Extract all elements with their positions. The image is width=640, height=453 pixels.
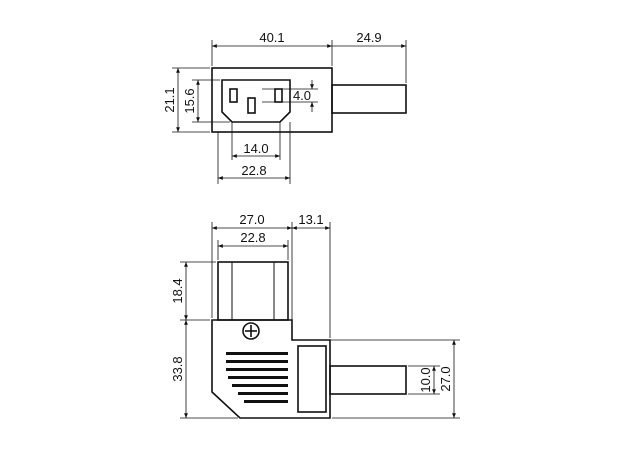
pin-right: [274, 88, 283, 103]
side-inner-panel: [297, 345, 327, 413]
side-plug-head: [217, 261, 289, 321]
top-inlet-outline: [221, 79, 291, 123]
dim-top-inlet-inner-width: 14.0: [243, 141, 268, 156]
dim-top-width: 40.1: [259, 30, 284, 45]
vent-slots: [226, 352, 288, 403]
dim-side-body-height: 33.8: [170, 356, 185, 381]
pin-earth: [247, 97, 256, 114]
dim-top-height: 21.1: [162, 87, 177, 112]
dim-top-inlet-height: 15.6: [182, 88, 197, 113]
dim-side-cable-diameter: 10.0: [418, 367, 433, 392]
dim-top-inlet-outer-width: 22.8: [241, 163, 266, 178]
side-cable: [329, 365, 407, 395]
dim-pin-spacing: 4.0: [293, 88, 311, 103]
pin-left: [229, 88, 238, 103]
side-view: 27.0 13.1 22.8 18.4 33.8 10.0 27.0: [170, 212, 460, 419]
dim-side-cable-length: 13.1: [298, 212, 323, 227]
top-cable: [331, 84, 407, 114]
dim-side-strain-relief-height: 27.0: [438, 366, 453, 391]
top-view: 40.1 24.9 21.1 15.6 4.0 14.0 22.8: [162, 30, 407, 184]
dim-side-plug-width: 22.8: [240, 230, 265, 245]
screw-icon: [242, 322, 260, 340]
dim-side-body-width: 27.0: [239, 212, 264, 227]
dim-top-cable-length: 24.9: [356, 30, 381, 45]
dim-side-plug-height: 18.4: [170, 278, 185, 303]
